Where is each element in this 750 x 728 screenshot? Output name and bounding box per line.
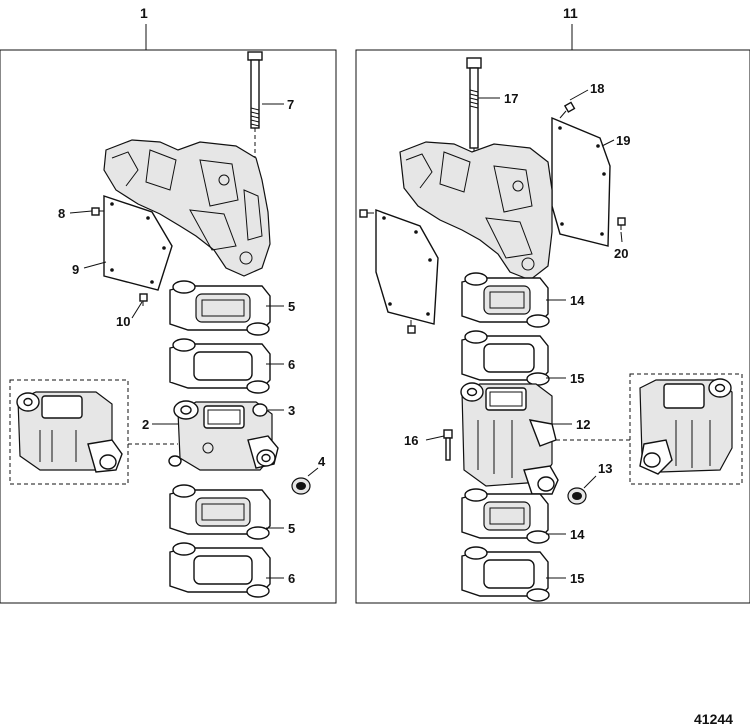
detail-elbow-right bbox=[639, 378, 733, 475]
screw-18 bbox=[559, 101, 576, 119]
gasket-14-lower bbox=[461, 488, 550, 544]
assembly-11-label: 11 bbox=[563, 5, 578, 21]
callout-3: 3 bbox=[288, 403, 295, 418]
exhaust-manifold-right bbox=[399, 141, 553, 281]
callout-12: 12 bbox=[576, 417, 590, 432]
callout-14-lower: 14 bbox=[570, 527, 585, 542]
callout-5-upper: 5 bbox=[288, 299, 295, 314]
callout-20: 20 bbox=[614, 246, 628, 261]
exhaust-manifold-left bbox=[103, 139, 271, 277]
figure-number: 41244 bbox=[694, 711, 733, 727]
plug-13 bbox=[567, 487, 587, 505]
detail-view-right-frame bbox=[629, 373, 743, 485]
callout-8: 8 bbox=[58, 206, 65, 221]
cover-plate-19 bbox=[551, 116, 611, 247]
gasket-14-upper bbox=[461, 272, 550, 328]
callout-17: 17 bbox=[504, 91, 518, 106]
callout-4: 4 bbox=[318, 454, 326, 469]
exhaust-elbow-12 bbox=[460, 382, 559, 495]
callout-10: 10 bbox=[116, 314, 130, 329]
callout-leaders bbox=[69, 89, 623, 579]
detail-elbow-left bbox=[16, 391, 123, 473]
callout-15-upper: 15 bbox=[570, 371, 584, 386]
gasket-15-upper bbox=[461, 330, 550, 386]
callout-16: 16 bbox=[404, 433, 418, 448]
callout-6-lower: 6 bbox=[288, 571, 295, 586]
callout-5-lower: 5 bbox=[288, 521, 295, 536]
screw-right-cover-lower bbox=[407, 320, 416, 334]
assembly-11-frame bbox=[355, 49, 750, 604]
callout-19: 19 bbox=[616, 133, 630, 148]
gasket-5-lower bbox=[169, 484, 271, 540]
screw-10 bbox=[139, 293, 148, 306]
assembly-1-label: 1 bbox=[140, 5, 148, 21]
plug-small bbox=[168, 455, 182, 467]
detail-view-left-frame bbox=[9, 379, 129, 485]
callout-2: 2 bbox=[142, 417, 149, 432]
bolt-17 bbox=[466, 57, 482, 149]
gasket-5-upper bbox=[169, 280, 271, 336]
plug-4 bbox=[291, 477, 311, 495]
gasket-6-lower bbox=[169, 542, 271, 598]
screw-right-cover-upper bbox=[359, 209, 374, 218]
callout-9: 9 bbox=[72, 262, 79, 277]
bolt-16 bbox=[443, 429, 453, 461]
bolt-7 bbox=[247, 51, 263, 129]
callout-14-upper: 14 bbox=[570, 293, 585, 308]
exhaust-elbow-2 bbox=[173, 400, 279, 471]
callout-7: 7 bbox=[287, 97, 294, 112]
assembly-1-frame bbox=[0, 49, 337, 604]
callout-6-upper: 6 bbox=[288, 357, 295, 372]
cover-plate-right-side bbox=[375, 209, 439, 325]
callout-13: 13 bbox=[598, 461, 612, 476]
gasket-6-upper bbox=[169, 338, 271, 394]
callout-18: 18 bbox=[590, 81, 604, 96]
plug-3 bbox=[252, 403, 268, 417]
gasket-15-lower bbox=[461, 546, 550, 602]
callout-15-lower: 15 bbox=[570, 571, 584, 586]
screw-20 bbox=[617, 217, 626, 230]
